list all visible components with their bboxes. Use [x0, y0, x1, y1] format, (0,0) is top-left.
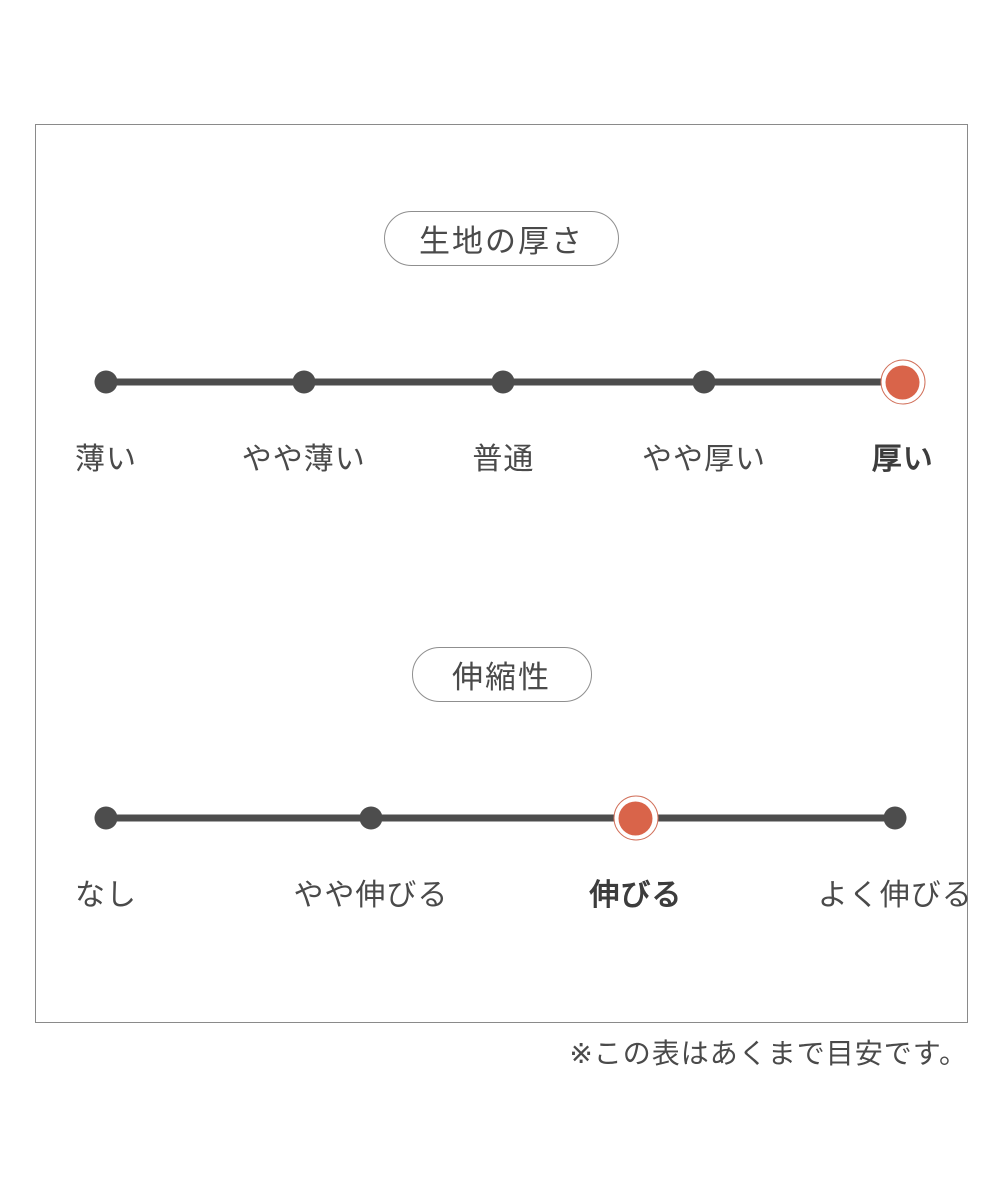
spec-chart-panel: 生地の厚さ 薄い やや薄い 普通 やや厚い 厚い 伸縮性	[35, 124, 972, 1023]
scale-node-nobiru-selected[interactable]	[613, 795, 659, 841]
scale-node-atsui-selected[interactable]	[880, 359, 926, 405]
disclaimer-note: ※この表はあくまで目安です。	[569, 1037, 968, 1070]
scale-labels-stretchiness: なし やや伸びる 伸びる よく伸びる	[36, 874, 972, 926]
section-heading-stretchiness: 伸縮性	[411, 647, 592, 702]
scale-labels-fabric-thickness: 薄い やや薄い 普通 やや厚い 厚い	[36, 438, 969, 490]
scale-node-usui[interactable]	[94, 370, 118, 394]
section-stretchiness: 伸縮性 なし やや伸びる 伸びる よく伸びる	[36, 647, 972, 926]
scale-node-yaya-nobiru[interactable]	[359, 806, 383, 830]
scale-fabric-thickness	[36, 352, 969, 412]
tick-label-nobiru: 伸びる	[589, 878, 683, 913]
tick-label-futsuu: 普通	[472, 442, 535, 477]
scale-stretchiness	[36, 788, 969, 848]
section-heading-wrap: 生地の厚さ	[36, 211, 967, 266]
tick-label-yaya-atsui: やや厚い	[642, 442, 767, 477]
section-heading-wrap: 伸縮性	[36, 647, 967, 702]
tick-label-nashi: なし	[74, 878, 137, 913]
tick-label-atsui: 厚い	[871, 442, 934, 477]
scale-node-futsuu[interactable]	[491, 370, 515, 394]
section-fabric-thickness: 生地の厚さ 薄い やや薄い 普通 やや厚い 厚い	[36, 211, 967, 490]
scale-node-yaya-usui[interactable]	[292, 370, 316, 394]
tick-label-yaya-nobiru: やや伸びる	[293, 878, 449, 913]
tick-label-usui: 薄い	[74, 442, 137, 477]
scale-track	[105, 814, 896, 822]
tick-label-yoku-nobiru: よく伸びる	[817, 878, 973, 913]
scale-node-yaya-atsui[interactable]	[692, 370, 716, 394]
scale-node-yoku-nobiru[interactable]	[883, 806, 907, 830]
scale-node-nashi[interactable]	[94, 806, 118, 830]
tick-label-yaya-usui: やや薄い	[241, 442, 366, 477]
section-heading-fabric-thickness: 生地の厚さ	[384, 211, 619, 266]
